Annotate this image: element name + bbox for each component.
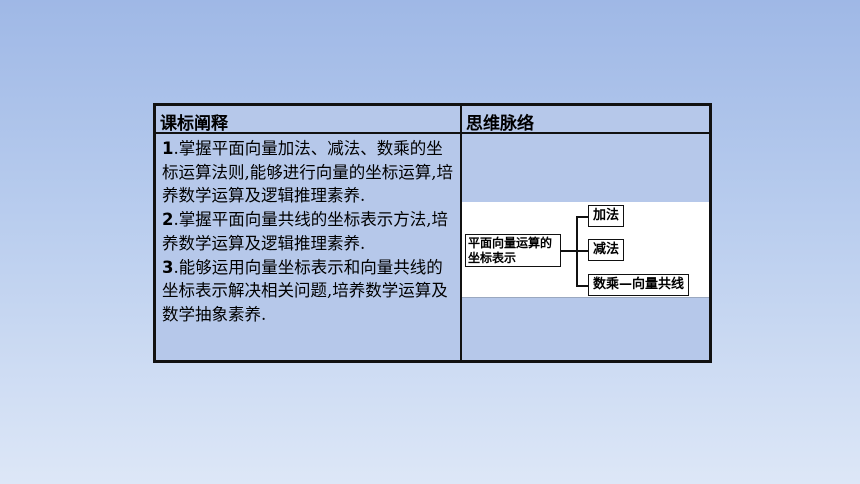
standards-header: 课标阐释 xyxy=(156,106,460,134)
mindmap-diagram: 平面向量运算的坐标表示 加法 减法 数乘—向量共线 xyxy=(462,202,709,298)
mindmap-node-scalar-collinear: 数乘—向量共线 xyxy=(588,274,690,296)
standard-item-2: 2.掌握平面向量共线的坐标表示方法,培养数学运算及逻辑推理素养. xyxy=(162,210,448,253)
mindmap-header: 思维脉络 xyxy=(462,106,709,134)
mindmap-node-addition: 加法 xyxy=(588,205,625,227)
standards-column: 课标阐释 1.掌握平面向量加法、减法、数乘的坐标运算法则,能够进行向量的坐标运算… xyxy=(156,106,462,360)
connector-branch-1 xyxy=(576,216,588,218)
connector-branch-2 xyxy=(576,250,588,252)
standard-item-3: 3.能够运用向量坐标表示和向量共线的坐标表示解决相关问题,培养数学运算及数学抽象… xyxy=(162,257,448,324)
mindmap-column: 思维脉络 平面向量运算的坐标表示 加法 减法 数乘—向量共线 xyxy=(462,106,709,360)
standards-list: 1.掌握平面向量加法、减法、数乘的坐标运算法则,能够进行向量的坐标运算,培养数学… xyxy=(162,137,456,327)
connector-branch-3 xyxy=(576,285,588,287)
connector-root xyxy=(561,250,576,252)
content-table: 课标阐释 1.掌握平面向量加法、减法、数乘的坐标运算法则,能够进行向量的坐标运算… xyxy=(153,103,712,363)
mindmap-node-subtraction: 减法 xyxy=(588,239,625,261)
mindmap-root-node: 平面向量运算的坐标表示 xyxy=(465,234,561,267)
standard-item-1: 1.掌握平面向量加法、减法、数乘的坐标运算法则,能够进行向量的坐标运算,培养数学… xyxy=(162,139,453,206)
